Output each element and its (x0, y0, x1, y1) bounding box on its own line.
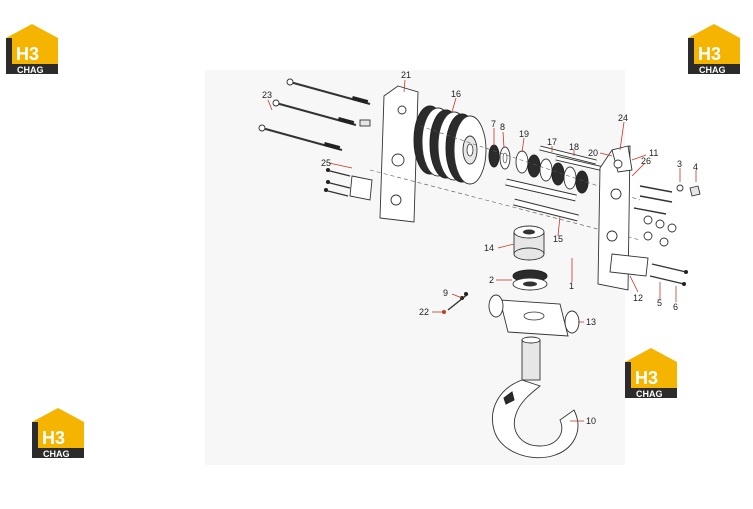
tie-bolts (258, 78, 371, 151)
crane-hook (492, 336, 579, 459)
callout-18: 18 (569, 142, 579, 152)
callout-16: 16 (451, 89, 461, 99)
logo-text: CHAG (699, 65, 726, 75)
sheave-pack (413, 105, 487, 185)
callout-19: 19 (519, 129, 529, 139)
callout-11: 11 (649, 148, 658, 158)
logo-text: CHAG (43, 449, 70, 459)
callout-10: 10 (586, 416, 596, 426)
callout-6: 6 (673, 302, 678, 312)
left-side-plate (359, 85, 419, 223)
callout-23: 23 (262, 90, 272, 100)
assembly-axis (419, 125, 641, 201)
cross-rods (505, 145, 609, 222)
logo-mark: H3 (42, 428, 65, 448)
callout-9: 9 (443, 288, 448, 298)
callout-12: 12 (633, 293, 643, 303)
callout-4: 4 (693, 162, 698, 172)
callout-24: 24 (618, 113, 628, 123)
callout-15: 15 (553, 234, 563, 244)
callout-labels: 21 16 23 7 8 19 17 18 20 24 11 26 25 3 4… (262, 70, 698, 426)
spacer-stack (515, 150, 589, 194)
thrust-bearing (512, 269, 548, 291)
crosshead-nut (513, 225, 545, 261)
callout-14: 14 (484, 243, 494, 253)
hook-trunnion (488, 294, 580, 337)
right-side-plate (597, 145, 649, 291)
logo-text: CHAG (17, 65, 44, 75)
grease-fitting (442, 292, 469, 314)
callout-22: 22 (419, 307, 429, 317)
callout-20: 20 (588, 148, 598, 158)
callout-25: 25 (321, 158, 331, 168)
callout-17: 17 (547, 137, 557, 147)
callout-7: 7 (491, 119, 496, 129)
logo-top-left: H3 CHAG (6, 24, 58, 75)
callout-1: 1 (569, 281, 574, 291)
assembly-axis (369, 169, 641, 241)
leader-lines (267, 79, 697, 422)
logo-mark: H3 (635, 368, 658, 388)
sheave-bearings (488, 144, 511, 170)
logo-middle-right: H3 CHAG (625, 348, 677, 399)
callout-5: 5 (657, 298, 662, 308)
logo-top-right: H3 CHAG (688, 24, 740, 75)
left-brackets (323, 168, 373, 201)
right-hardware (633, 184, 701, 286)
logo-text: CHAG (636, 389, 663, 399)
callout-8: 8 (500, 122, 505, 132)
logo-mark: H3 (16, 44, 39, 64)
callout-13: 13 (586, 317, 596, 327)
callout-26: 26 (641, 156, 651, 166)
callout-2: 2 (489, 275, 494, 285)
logo-mark: H3 (698, 44, 721, 64)
callout-3: 3 (677, 159, 682, 169)
logo-bottom-left: H3 CHAG (32, 408, 84, 459)
callout-21: 21 (401, 70, 411, 80)
